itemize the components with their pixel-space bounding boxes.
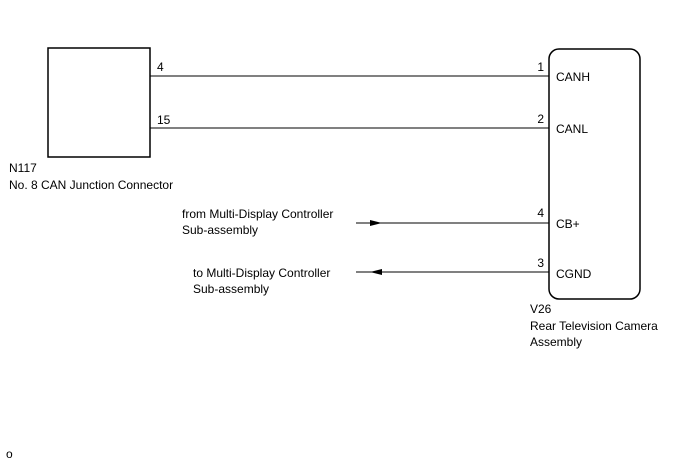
to-mdc-line2: Sub-assembly [193,282,269,296]
from-mdc-line1: from Multi-Display Controller [182,207,333,221]
v26-pin-3-number: 3 [537,256,544,270]
to-mdc-line1: to Multi-Display Controller [193,266,330,280]
v26-pin-4-number: 4 [537,206,544,220]
n117-name: No. 8 CAN Junction Connector [9,178,173,192]
v26-pin-1-number: 1 [537,60,544,74]
from-mdc-line2: Sub-assembly [182,223,258,237]
n117-pin-canh: 4 [157,60,164,74]
v26-name-line1: Rear Television Camera [530,319,658,333]
v26-signal-canl: CANL [556,122,588,136]
v26-signal-canh: CANH [556,70,590,84]
v26-signal-cgnd: CGND [556,267,592,281]
n117-pin-canl: 15 [157,113,171,127]
v26-code: V26 [530,302,552,316]
n117-code: N117 [9,161,37,175]
arrow-right-icon [370,220,382,226]
arrow-left-icon [370,269,382,275]
footer-mark: o [6,447,13,461]
v26-component-box [548,48,641,300]
n117-connector-box [47,47,151,158]
v26-name-line2: Assembly [530,335,582,349]
v26-signal-cb-plus: CB+ [556,217,580,231]
v26-pin-2-number: 2 [537,112,544,126]
